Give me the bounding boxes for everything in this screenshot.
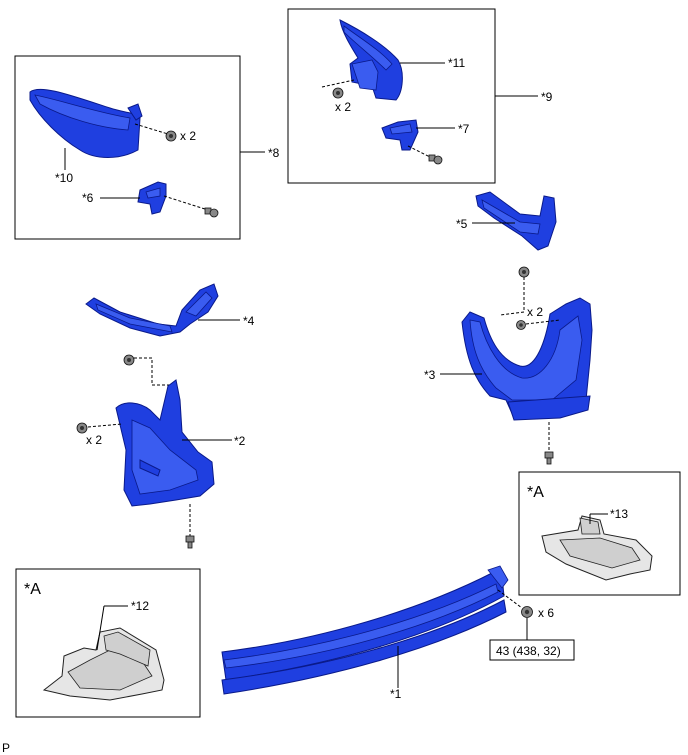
callout-6: *6 [82, 191, 94, 205]
part-12-undercover [42, 627, 165, 701]
corner-mark: P [2, 741, 10, 755]
nut-icon [518, 266, 530, 278]
part-11-cover [339, 19, 403, 101]
callout-9: *9 [541, 90, 553, 104]
detail-box-a-right [518, 471, 681, 596]
callout-13: *13 [610, 507, 628, 521]
part-13-undercover [541, 515, 653, 581]
clip-icon [76, 422, 88, 434]
bolt-icon [332, 87, 344, 99]
qty-11: x 2 [335, 100, 351, 114]
part-1-bumper-reinforcement [221, 565, 509, 695]
part-5-retainer [475, 191, 557, 251]
nut-icon [521, 606, 533, 618]
part-7-bracket [381, 119, 419, 151]
callout-10: *10 [55, 171, 73, 185]
detail-label-a-left: *A [24, 581, 41, 598]
callout-1: *1 [390, 687, 402, 701]
torque-box [489, 639, 575, 661]
group-box-8 [14, 55, 241, 240]
bolt-icon [544, 451, 554, 465]
torque-spec: 43 (438, 32) [496, 644, 561, 658]
qty-1: x 6 [538, 606, 554, 620]
detail-label-a-right: *A [527, 484, 544, 501]
bolt-icon [185, 535, 195, 549]
bolt-icon [165, 130, 177, 142]
qty-10: x 2 [180, 129, 196, 143]
detail-box-a-left [15, 568, 201, 718]
callout-8: *8 [268, 146, 280, 160]
callout-2: *2 [234, 434, 246, 448]
part-10-cover [29, 88, 143, 158]
qty-2: x 2 [86, 433, 102, 447]
bolt-icon [204, 207, 219, 218]
part-3-fender-liner [461, 297, 593, 421]
part-6-bracket [137, 181, 167, 215]
callout-5: *5 [456, 217, 468, 231]
qty-3: x 2 [527, 305, 543, 319]
callout-4: *4 [243, 314, 255, 328]
callout-7: *7 [458, 122, 470, 136]
callout-12: *12 [131, 599, 149, 613]
nut-icon [123, 354, 135, 366]
part-4-retainer [85, 283, 219, 337]
part-2-fender-liner [115, 379, 215, 507]
bolt-icon [428, 154, 443, 165]
callout-11: *11 [448, 56, 465, 70]
callout-3: *3 [424, 368, 436, 382]
clip-icon [516, 320, 526, 330]
